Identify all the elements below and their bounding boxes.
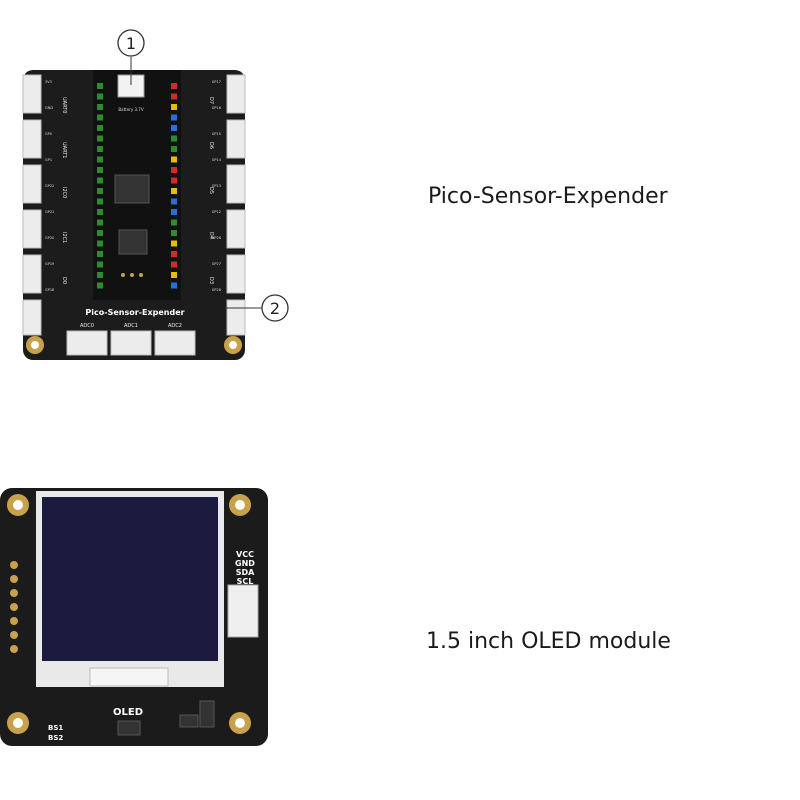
callout-2-label: 2 xyxy=(270,299,280,318)
pin-header xyxy=(171,156,177,163)
battery-label: Battery 3.7V xyxy=(118,107,143,112)
pin-header xyxy=(97,177,103,184)
pin-label: GP16 xyxy=(212,106,221,110)
pin-header xyxy=(97,251,103,257)
pin-header xyxy=(171,261,177,268)
oled-module-board: VCC GND SDA SCL OLED BS1 BS2 xyxy=(0,488,268,746)
pin-header xyxy=(171,188,177,194)
sensor-expander-image: Battery 3.7V Pico-Sensor-Expender UART0 … xyxy=(15,25,300,365)
pin-header xyxy=(97,240,103,247)
pin-label: GP14 xyxy=(212,158,222,162)
left-port-label: UART1 xyxy=(61,142,67,158)
callout-1-label: 1 xyxy=(126,34,136,53)
pin-header xyxy=(97,125,103,131)
pin-header xyxy=(97,261,103,268)
bottom-connectors xyxy=(66,330,196,356)
oled-module-caption: 1.5 inch OLED module xyxy=(426,629,671,654)
pin-header xyxy=(171,209,177,215)
oled-pin-label: SDA xyxy=(236,568,255,577)
pin-label: GP12 xyxy=(212,210,221,214)
left-port-label: UART0 xyxy=(61,97,67,113)
pin-header xyxy=(171,251,177,257)
pin-label: GP20 xyxy=(45,236,54,240)
bottom-port-label: ADC1 xyxy=(124,323,138,329)
oled-connector xyxy=(227,584,259,638)
pin-label: GP17 xyxy=(212,80,221,84)
pin-header xyxy=(171,177,177,184)
left-port-label: I2C0 xyxy=(61,187,67,198)
pin-label: GND xyxy=(45,106,53,110)
pin-header xyxy=(97,93,103,100)
pin-label: GP0 xyxy=(45,132,52,136)
sensor-expander-board: Battery 3.7V Pico-Sensor-Expender UART0 … xyxy=(22,29,289,360)
pin-label: GP15 xyxy=(212,132,221,136)
pin-header xyxy=(97,114,103,121)
pin-header xyxy=(171,146,177,152)
pin-label: GP27 xyxy=(212,262,221,266)
oled-pin-label: VCC xyxy=(236,550,254,559)
callout-1 xyxy=(117,29,145,57)
callout-2 xyxy=(261,294,289,322)
bs1-label: BS1 xyxy=(48,724,63,732)
pin-header xyxy=(171,135,177,142)
pin-header xyxy=(171,230,177,236)
pin-header xyxy=(171,219,177,226)
pin-label: GP22 xyxy=(45,184,54,188)
right-port-label: D5 xyxy=(208,187,214,194)
left-port-label: I2C1 xyxy=(61,232,67,243)
bs2-label: BS2 xyxy=(48,734,63,742)
pin-header xyxy=(97,135,103,142)
pin-header xyxy=(171,167,177,173)
left-connectors xyxy=(22,74,42,336)
pin-header xyxy=(97,146,103,152)
pin-header xyxy=(97,156,103,163)
pin-header xyxy=(97,209,103,215)
pin-label: GP19 xyxy=(45,262,54,266)
board-label: Pico-Sensor-Expender xyxy=(85,308,184,317)
pin-header xyxy=(171,104,177,110)
pin-label: GP21 xyxy=(45,210,54,214)
oled-board-label: OLED xyxy=(113,707,143,718)
pin-header xyxy=(171,114,177,121)
right-port-label: D4 xyxy=(208,232,214,239)
bottom-port-label: ADC0 xyxy=(80,323,94,329)
pin-header xyxy=(97,272,103,278)
pin-header xyxy=(97,104,103,110)
pin-header xyxy=(97,219,103,226)
pin-label: GP26 xyxy=(212,236,221,240)
right-connectors xyxy=(226,74,246,336)
pin-label: GP28 xyxy=(212,288,221,292)
oled-module-image: VCC GND SDA SCL OLED BS1 BS2 xyxy=(0,483,275,748)
pin-header xyxy=(97,188,103,194)
pin-label: GP13 xyxy=(212,184,221,188)
bottom-port-label: ADC2 xyxy=(168,323,182,329)
pin-header xyxy=(97,230,103,236)
oled-screen xyxy=(42,497,218,661)
pin-header xyxy=(171,125,177,131)
pin-header xyxy=(97,282,103,289)
pin-header xyxy=(171,198,177,205)
right-port-label: D3 xyxy=(208,277,214,284)
pin-header xyxy=(97,83,103,89)
pin-header xyxy=(97,167,103,173)
pin-label: GP18 xyxy=(45,288,54,292)
oled-pin-label: SCL xyxy=(237,577,254,586)
left-port-label: D0 xyxy=(61,277,67,284)
oled-pin-label: GND xyxy=(235,559,255,568)
right-port-label: D7 xyxy=(208,97,214,104)
pin-header xyxy=(171,272,177,278)
pin-header xyxy=(171,282,177,289)
pin-header xyxy=(171,93,177,100)
pin-label: GP1 xyxy=(45,158,52,162)
sensor-expander-caption: Pico-Sensor-Expender xyxy=(428,184,668,209)
pin-header xyxy=(171,240,177,247)
pin-header xyxy=(97,198,103,205)
pin-header xyxy=(171,83,177,89)
pin-label: 3V3 xyxy=(45,80,52,84)
right-port-label: D6 xyxy=(208,142,214,149)
